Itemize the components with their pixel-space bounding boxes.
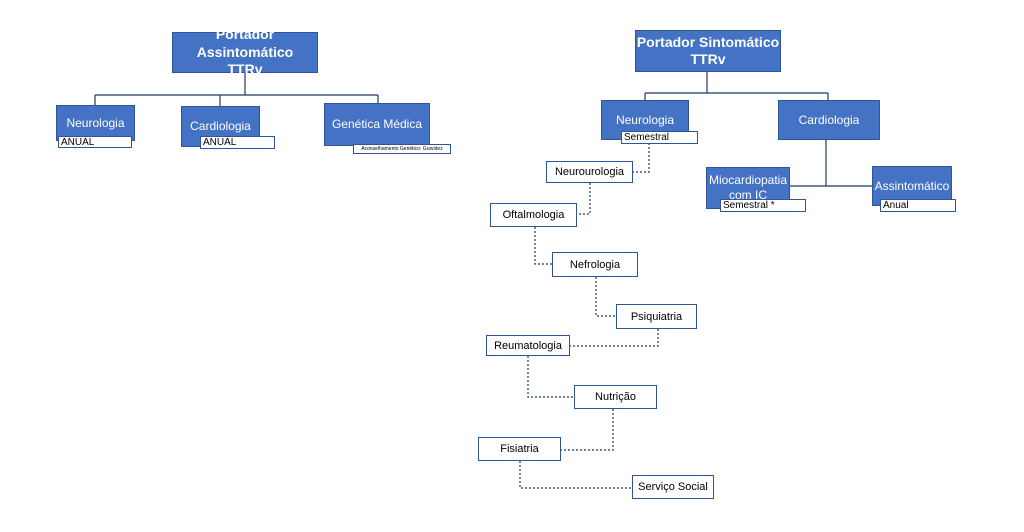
asym-genetics-node: Genética Médica [324,103,430,146]
sym-neurology-label: Neurologia [615,112,675,127]
asym-neurology-node: Neurologia [56,105,135,141]
symptomatic-root-subtitle: TTRv [690,51,726,67]
symptomatic-root-title: Portador Sintomático [636,33,780,50]
sym-cardiomyopathy-frequency: Semestral * [720,199,806,212]
asymptomatic-root-subtitle: TTRv [227,61,263,78]
symptomatic-root-node: Portador Sintomático TTRv [635,30,781,72]
asym-cardiology-label: Cardiologia [190,119,251,133]
sym-asymptomatic-label: Assintomático [874,178,950,193]
specialty-reumatologia: Reumatologia [486,335,570,356]
connector-cardiology-branch [790,140,827,187]
connector-oftalmologia-nefrologia [534,227,552,265]
connector-psiquiatria-reumatologia [570,329,659,347]
asymptomatic-root-node: Portador Assintomático TTRv [172,26,318,77]
asym-cardiology-frequency: ANUAL [200,136,275,149]
asym-genetics-label: Genética Médica [331,117,423,131]
asymptomatic-root-title: Portador Assintomático [196,26,294,60]
sym-cardiology-label: Cardiologia [798,112,860,127]
sym-neurology-frequency: Semestral [621,131,698,144]
sym-cardiology-node: Cardiologia [778,100,880,140]
specialty-nefrologia: Nefrologia [552,252,638,277]
specialty-neurourologia: Neurourologia [546,161,633,183]
connector-nefrologia-psiquiatria [595,277,616,317]
asym-neurology-label: Neurologia [66,115,125,130]
specialty-servico-social: Serviço Social [632,475,714,499]
sym-cardiomyopathy-label-line1: Miocardiopatia [708,173,788,187]
connector-neurourologia-oftalmologia [577,183,591,215]
asym-genetics-note: Aconselhamento Genético; Gravidez [353,144,451,154]
asym-neurology-frequency: ANUAL [58,136,132,148]
connector-fisiatria-servico-social [519,461,632,489]
specialty-fisiatria: Fisiatria [478,437,561,461]
connector-nutricao-fisiatria [561,409,614,451]
sym-cardiomyopathy-label-line2: com IC [728,188,767,202]
specialty-nutricao: Nutrição [574,385,657,409]
connector-reumatologia-nutricao [527,356,574,398]
connector-neurology-neurourologia [633,143,650,173]
specialty-psiquiatria: Psiquiatria [616,304,697,329]
specialty-oftalmologia: Oftalmologia [490,203,577,227]
sym-asymptomatic-frequency: Anual [880,199,956,212]
